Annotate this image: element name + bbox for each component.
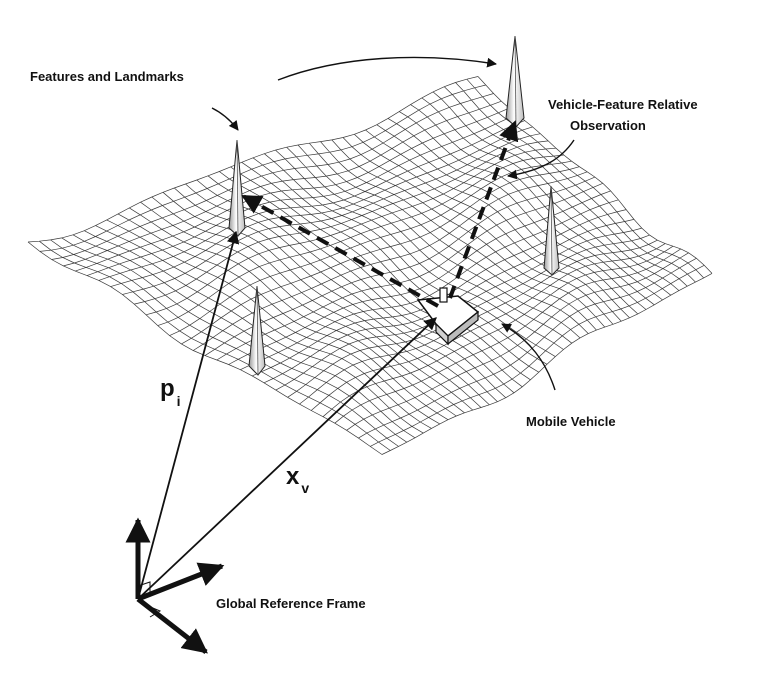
- label-observation-line1: Vehicle-Feature Relative: [548, 97, 698, 112]
- observation-line-left: [241, 194, 439, 308]
- mesh-line: [399, 111, 655, 306]
- vector-p-i: [137, 230, 240, 600]
- leader-observation: [507, 139, 575, 180]
- annotation-arrows: [211, 56, 575, 391]
- mesh-line: [219, 171, 523, 388]
- observation-lines: [241, 120, 519, 308]
- mesh-line: [162, 192, 482, 408]
- observation-line-top: [448, 120, 519, 299]
- mesh-line: [27, 241, 383, 455]
- mesh-line: [421, 97, 672, 296]
- landmark-spike-left: [228, 139, 246, 237]
- mesh-line: [331, 139, 606, 328]
- axis-down: [136, 597, 208, 654]
- mesh-line: [376, 124, 639, 315]
- mesh-line: [50, 239, 399, 447]
- mesh-line: [39, 240, 391, 451]
- mesh-line: [122, 133, 541, 295]
- mesh-line: [134, 140, 549, 305]
- mesh-line: [95, 225, 432, 429]
- mobile-vehicle-icon: [416, 287, 480, 346]
- mesh-line: [51, 93, 494, 260]
- position-vectors: [137, 230, 437, 600]
- leader-features-top: [277, 56, 497, 81]
- mesh-line: [387, 118, 647, 310]
- landmark-spike-top-right: [505, 35, 525, 128]
- mesh-line: [410, 104, 663, 301]
- leader-vehicle: [501, 323, 556, 391]
- mesh-line: [86, 114, 518, 276]
- vector-x-v: [137, 317, 437, 600]
- mesh-line: [140, 201, 465, 414]
- label-global-reference-frame: Global Reference Frame: [216, 596, 366, 611]
- landmark-spike-right: [543, 185, 560, 276]
- mesh-line: [358, 257, 697, 439]
- label-observation-line2: Observation: [570, 118, 646, 133]
- label-features-and-landmarks: Features and Landmarks: [30, 69, 184, 84]
- mesh-line: [309, 142, 589, 334]
- mesh-line: [365, 129, 630, 319]
- mesh-line: [61, 237, 407, 443]
- mesh-line: [174, 187, 490, 406]
- mesh-line: [117, 213, 449, 420]
- axis-right: [137, 562, 225, 602]
- mesh-line: [466, 78, 704, 279]
- mesh-line: [455, 82, 696, 283]
- mesh-line: [275, 149, 564, 350]
- mesh-line: [151, 196, 474, 411]
- mesh-line: [354, 134, 622, 322]
- leader-features-left: [211, 107, 239, 131]
- mesh-line: [342, 137, 614, 325]
- mesh-line: [444, 86, 688, 287]
- landmark-spike-lower-left: [248, 285, 266, 376]
- mesh-line: [346, 252, 689, 431]
- mesh-line: [286, 146, 573, 344]
- mesh-line: [129, 207, 457, 417]
- mesh-line: [241, 162, 539, 373]
- terrain-mesh: [27, 76, 713, 455]
- label-mobile-vehicle: Mobile Vehicle: [526, 414, 616, 429]
- global-frame-axes: [125, 517, 225, 654]
- mesh-line: [106, 219, 440, 425]
- mesh-line: [297, 144, 581, 339]
- mesh-line: [432, 91, 680, 291]
- mesh-line: [98, 120, 525, 281]
- mesh-line: [320, 141, 597, 331]
- mesh-line: [252, 157, 548, 365]
